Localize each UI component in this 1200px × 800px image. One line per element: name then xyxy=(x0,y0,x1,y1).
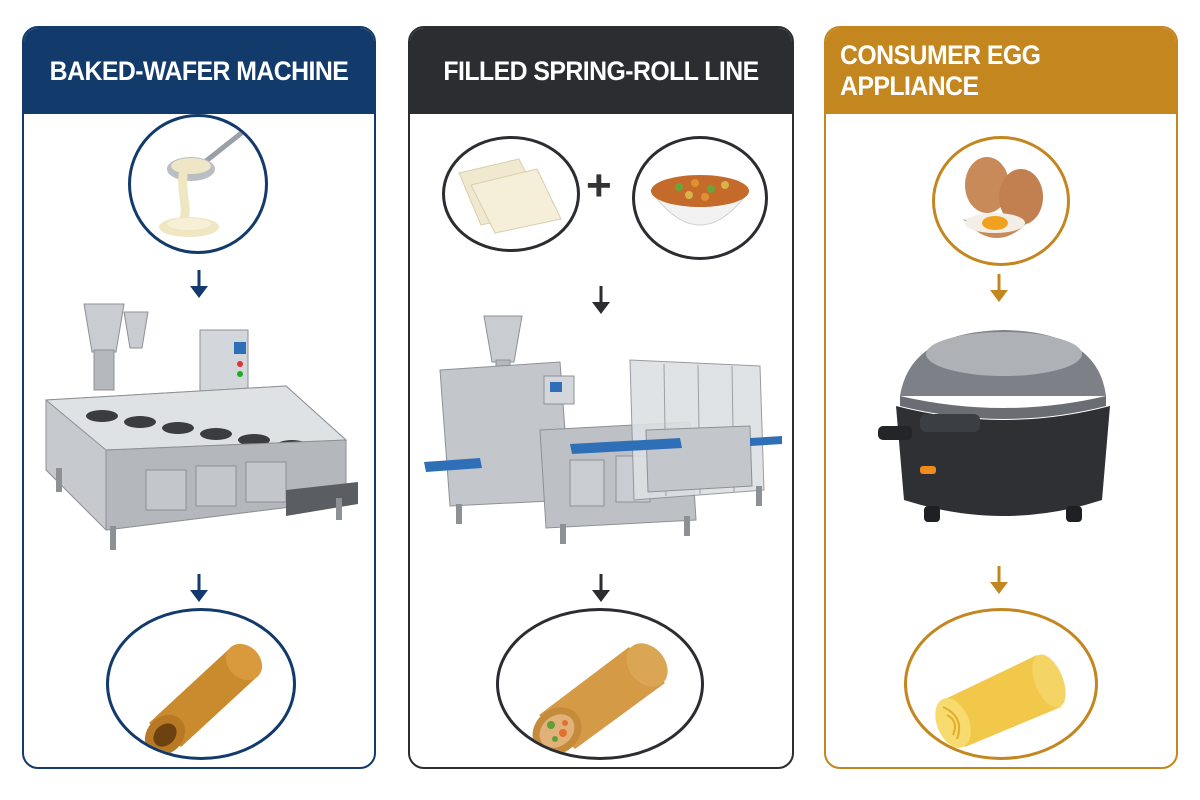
wrapper-sheets-icon xyxy=(442,136,580,252)
plus-sign: + xyxy=(586,161,612,210)
panel-title: BAKED-WAFER MACHINE xyxy=(49,55,349,86)
panel-header: CONSUMER EGG APPLIANCE xyxy=(826,28,1176,114)
panel-consumer-egg-appliance: CONSUMER EGG APPLIANCE xyxy=(824,26,1178,769)
down-arrow-icon xyxy=(188,270,210,300)
down-arrow-icon xyxy=(590,574,612,604)
panel-filled-spring-roll-line: FILLED SPRING-ROLL LINE + xyxy=(408,26,794,769)
panel-title: FILLED SPRING-ROLL LINE xyxy=(443,55,759,86)
egg-roll-icon xyxy=(904,608,1098,760)
filling-bowl-icon xyxy=(632,136,768,260)
panel-header: FILLED SPRING-ROLL LINE xyxy=(410,28,792,114)
wafer-baking-machine-icon xyxy=(36,290,366,570)
panel-baked-wafer-machine: BAKED-WAFER MACHINE xyxy=(22,26,376,769)
down-arrow-icon xyxy=(988,274,1010,304)
eggs-icon xyxy=(932,136,1070,266)
down-arrow-icon xyxy=(188,574,210,604)
down-arrow-icon xyxy=(590,286,612,316)
down-arrow-icon xyxy=(988,566,1010,596)
hollow-wafer-roll-icon xyxy=(106,608,296,760)
panel-title: CONSUMER EGG APPLIANCE xyxy=(840,40,1041,101)
batter-ladle-icon xyxy=(128,114,268,254)
filled-spring-roll-icon xyxy=(496,608,704,760)
egg-roll-appliance-icon xyxy=(870,310,1136,560)
panel-header: BAKED-WAFER MACHINE xyxy=(24,28,374,114)
spring-roll-production-line-icon xyxy=(420,310,786,550)
